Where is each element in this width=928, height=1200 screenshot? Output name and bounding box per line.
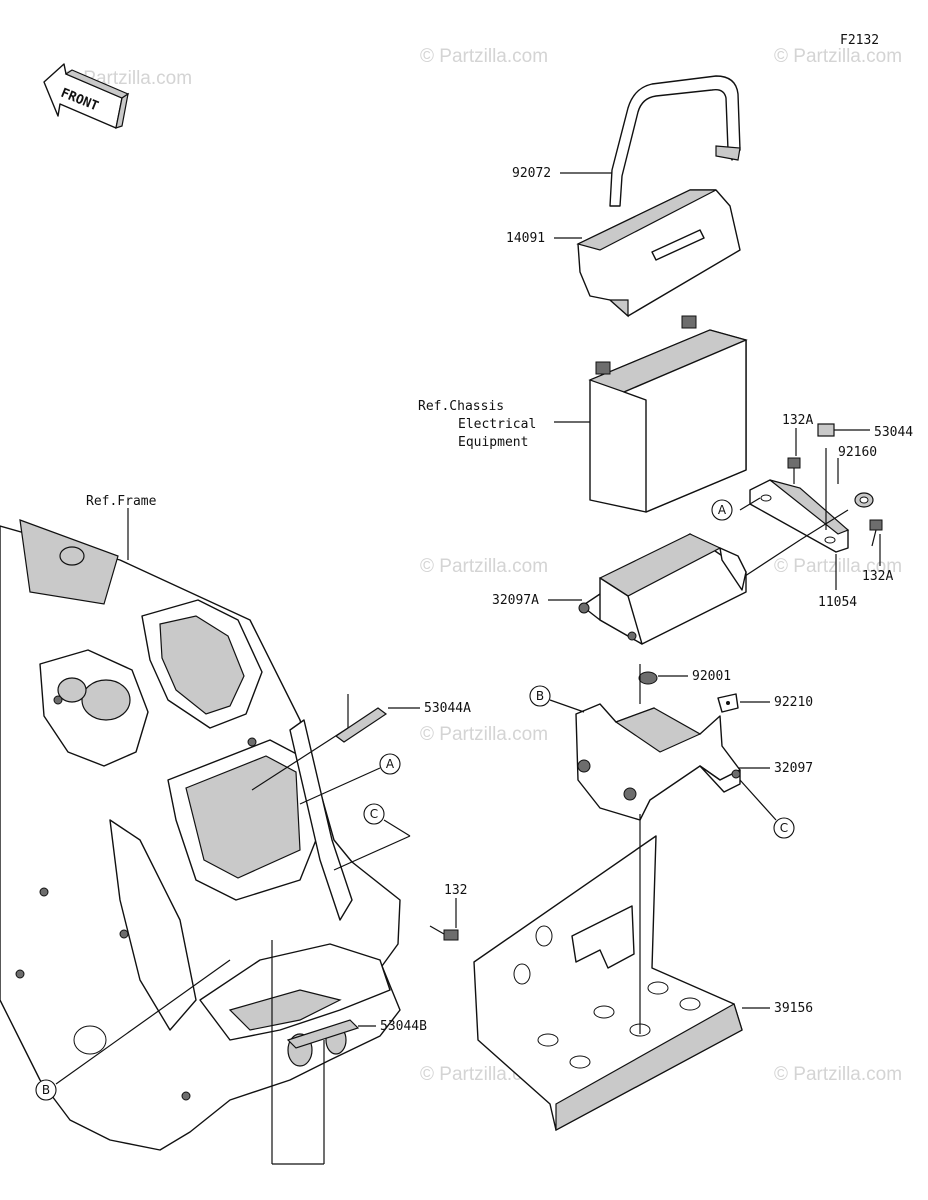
callout-a-right-label: A <box>718 503 727 517</box>
collar-53044A <box>334 707 388 743</box>
callout-c-right <box>773 817 795 839</box>
part-label-53044B: 53044B <box>380 1019 427 1034</box>
watermark: © Partzilla.com <box>774 1064 902 1085</box>
callout-a-right <box>711 499 733 521</box>
clip-92210 <box>717 693 739 713</box>
ref-chassis-line3: Equipment <box>458 435 528 450</box>
motorcycle-frame <box>0 519 401 1151</box>
grommet-92160 <box>854 492 874 508</box>
part-label-39156: 39156 <box>774 1001 813 1016</box>
part-label-132A-top: 132A <box>782 413 813 428</box>
callout-c-left <box>363 803 385 825</box>
callout-b-left <box>35 1079 57 1101</box>
front-arrow-icon: FRONT <box>43 63 130 129</box>
part-label-14091: 14091 <box>506 231 545 246</box>
part-label-92210: 92210 <box>774 695 813 710</box>
part-label-53044A: 53044A <box>424 701 471 716</box>
part-label-32097: 32097 <box>774 761 813 776</box>
part-label-53044: 53044 <box>874 425 913 440</box>
collar-53044 <box>817 423 835 437</box>
callout-b-left-label: B <box>42 1083 50 1097</box>
bracket-11054 <box>749 479 850 553</box>
callout-b-right <box>529 685 551 707</box>
callout-a-left <box>379 753 401 775</box>
part-label-11054: 11054 <box>818 595 857 610</box>
bolt-132A-bottom <box>869 519 883 547</box>
watermark: © Partzilla.com <box>420 724 548 745</box>
battery-cover-14091 <box>576 189 741 318</box>
ref-chassis-line1: Ref.Chassis <box>418 399 504 414</box>
bolt-92001 <box>638 664 658 704</box>
callout-a-left-label: A <box>386 757 395 771</box>
battery-strap-92072 <box>609 75 741 207</box>
ref-frame-label: Ref.Frame <box>86 494 157 509</box>
watermark: © Partzilla.com <box>774 46 902 67</box>
battery <box>588 315 748 513</box>
skid-plate-39156 <box>473 835 743 1132</box>
part-label-92072: 92072 <box>512 166 551 181</box>
battery-tray-32097 <box>575 703 741 821</box>
battery-case-32097A <box>578 533 747 645</box>
bolt-132 <box>429 925 459 941</box>
bolt-132A-top <box>787 457 801 484</box>
part-label-132A-bottom: 132A <box>862 569 893 584</box>
watermark: © Partzilla.com <box>420 556 548 577</box>
ref-chassis-line2: Electrical <box>458 417 536 432</box>
part-label-32097A: 32097A <box>492 593 539 608</box>
collar-53044B <box>286 1019 360 1049</box>
callout-c-right-label: C <box>780 821 788 835</box>
watermark: © Partzilla.com <box>420 46 548 67</box>
part-label-92001: 92001 <box>692 669 731 684</box>
part-label-132: 132 <box>444 883 467 898</box>
part-label-92160: 92160 <box>838 445 877 460</box>
callout-c-left-label: C <box>370 807 378 821</box>
figure-code: F2132 <box>840 33 879 48</box>
watermark: © Partzilla.com <box>774 556 902 577</box>
callout-b-right-label: B <box>536 689 544 703</box>
